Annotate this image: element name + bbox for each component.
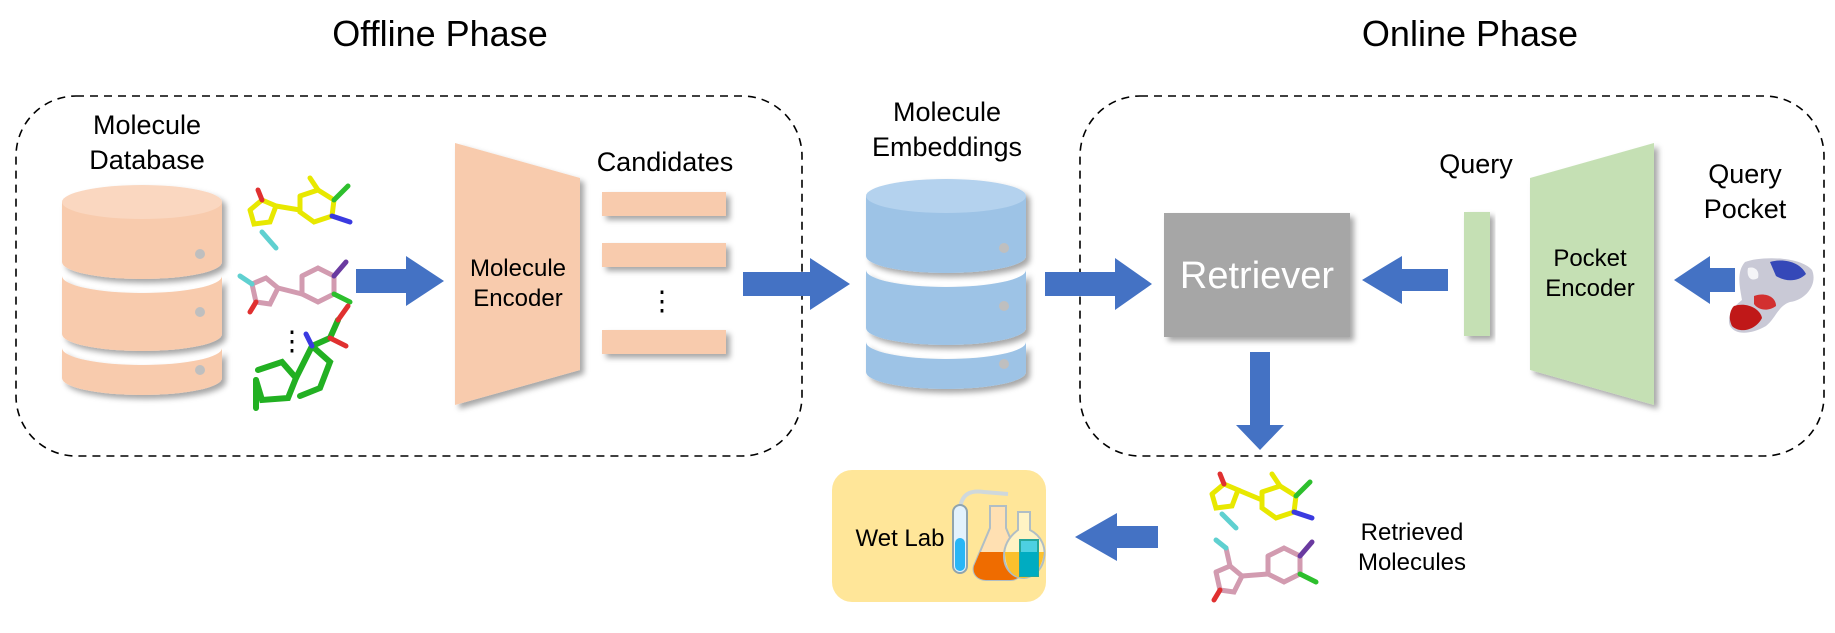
- retriever-block: [1164, 213, 1350, 337]
- embeddings-label-line2: Embeddings: [872, 132, 1022, 162]
- pocket-encoder-label-line1: Pocket: [1553, 245, 1627, 272]
- arrow-results-to-wet-lab: [1075, 513, 1158, 561]
- arrow-candidates-to-embeddings: [743, 258, 850, 310]
- offline-phase-title: Offline Phase: [332, 13, 547, 54]
- retrieved-molecule-structures-icon: [1209, 471, 1319, 603]
- molecule-encoder-block: [455, 143, 580, 405]
- lab-flasks-icon: [952, 489, 1046, 581]
- candidate-vector: [602, 243, 726, 267]
- retrieved-molecules-label-line1: Retrieved: [1361, 519, 1464, 546]
- query-pocket-label-line1: Query: [1708, 159, 1782, 189]
- candidate-vectors: [602, 192, 726, 354]
- retrieved-molecules-label-line2: Molecules: [1358, 549, 1466, 576]
- arrow-retriever-to-results: [1236, 352, 1284, 450]
- arrow-query-to-retriever: [1362, 256, 1448, 304]
- embeddings-label-line1: Molecule: [893, 97, 1001, 127]
- database-label-line1: Molecule: [93, 110, 201, 140]
- molecule-structures-icon: [237, 175, 353, 411]
- protein-pocket-icon: [1728, 258, 1814, 333]
- database-label-line2: Database: [89, 145, 205, 175]
- arrow-database-to-encoder: [356, 256, 444, 306]
- embeddings-database-icon: [866, 179, 1026, 389]
- database-icon: [62, 185, 222, 395]
- retriever-label: Retriever: [1180, 255, 1334, 297]
- online-phase-title: Online Phase: [1362, 13, 1578, 54]
- candidate-vector: [602, 192, 726, 216]
- offline-phase-box: [15, 95, 803, 457]
- pocket-encoder-label-line2: Encoder: [1545, 275, 1634, 302]
- query-label: Query: [1439, 149, 1513, 179]
- query-pocket-label-line2: Pocket: [1704, 194, 1787, 224]
- query-vector: [1464, 212, 1490, 336]
- candidates-label: Candidates: [597, 147, 734, 177]
- arrow-pocket-to-encoder: [1674, 256, 1735, 304]
- database-ellipsis: ⋮: [279, 326, 306, 356]
- molecule-encoder-label-line1: Molecule: [470, 255, 566, 282]
- candidates-ellipsis: ⋮: [649, 286, 676, 316]
- molecule-encoder-label-line2: Encoder: [473, 285, 562, 312]
- wet-lab-label: Wet Lab: [856, 525, 945, 552]
- pocket-encoder-block: [1530, 143, 1654, 405]
- arrow-embeddings-to-retriever: [1045, 258, 1152, 310]
- candidate-vector: [602, 330, 726, 354]
